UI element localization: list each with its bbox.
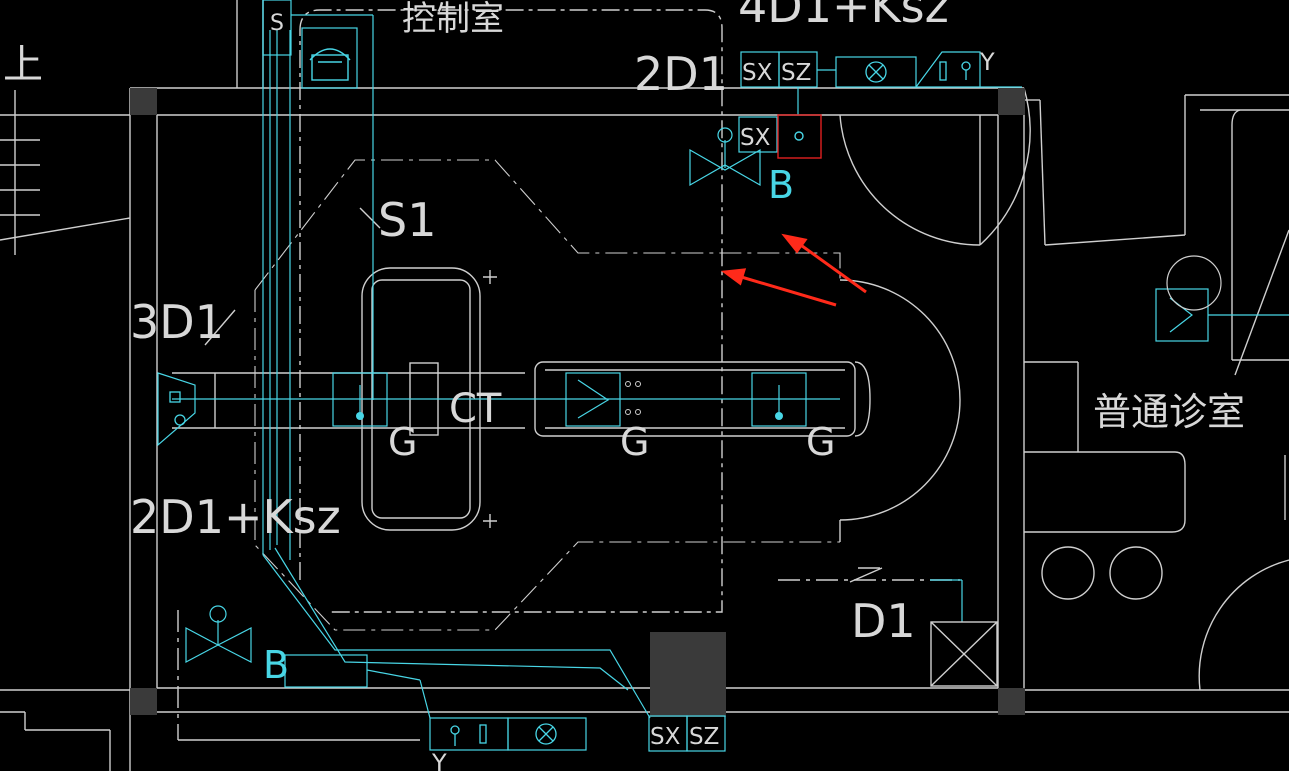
telephone-icon <box>309 48 351 81</box>
g-label-3: G <box>806 420 835 464</box>
y-label-bottom: Y <box>431 749 447 771</box>
stair-label: 上 <box>3 42 43 88</box>
fan-icon <box>535 61 887 745</box>
s-label: S <box>270 11 284 36</box>
couch-markers <box>625 381 641 415</box>
cable-label-top-ksz: 4D1+Ksz <box>738 0 949 33</box>
b-label-bottom: B <box>263 643 289 687</box>
g-label-2: G <box>620 420 649 464</box>
equipment-lines <box>157 0 1289 752</box>
sz-label-top: SZ <box>781 60 811 86</box>
cable-label-s1: S1 <box>378 193 436 247</box>
ct-label: CT <box>449 386 502 432</box>
exam-room-label: 普通诊室 <box>1093 390 1245 434</box>
y-label-top: Y <box>979 48 995 76</box>
switch-icon <box>169 61 971 746</box>
g-label-1: G <box>388 420 417 464</box>
box-icon <box>930 621 998 687</box>
cable-label-left-d1: 3D1 <box>130 295 224 349</box>
sx-label-top: SX <box>742 60 773 86</box>
lamp-icon <box>1166 255 1222 311</box>
highlighted-device <box>777 114 822 159</box>
dots <box>356 412 783 420</box>
sx-label-bottom: SX <box>650 724 681 750</box>
arrow-icon <box>720 233 867 307</box>
control-room-label: 控制室 <box>402 0 504 39</box>
sz-label-bottom: SZ <box>689 724 719 750</box>
structural-columns <box>130 88 1025 717</box>
sx-label-mid: SX <box>740 125 771 151</box>
cable-label-top-d1: 2D1 <box>634 47 728 101</box>
cable-label-right-d1: D1 <box>851 594 916 648</box>
b-label-top: B <box>768 163 794 207</box>
cable-label-left-ksz: 2D1+Ksz <box>130 490 341 544</box>
